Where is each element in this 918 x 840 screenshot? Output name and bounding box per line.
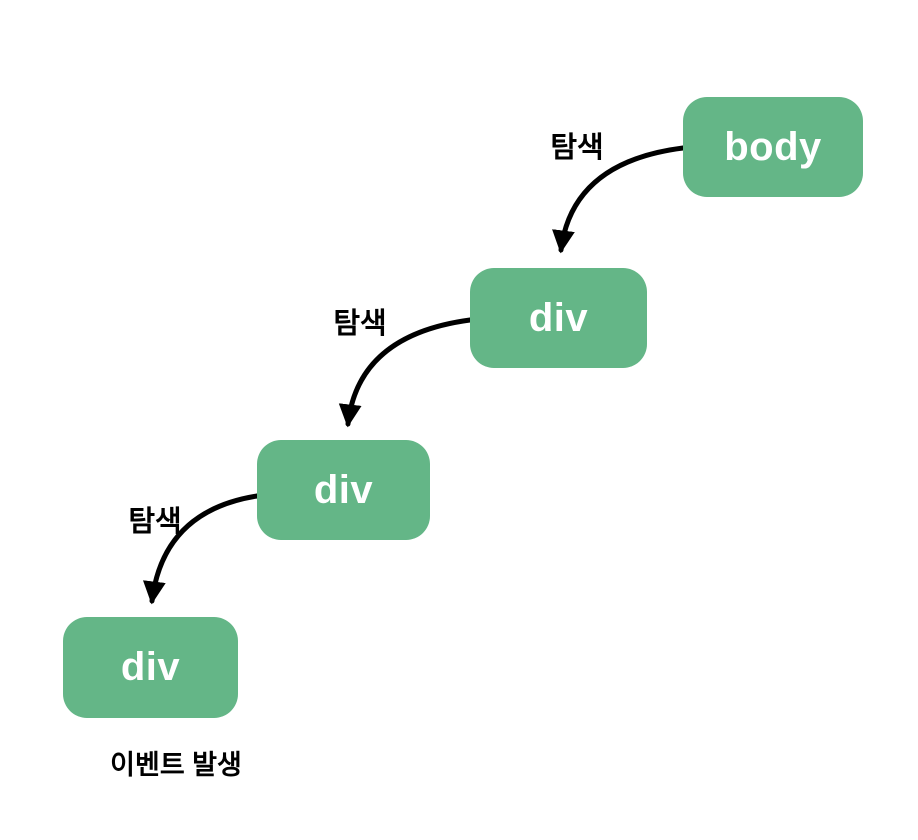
node-div-1: div: [470, 268, 647, 368]
node-div-2-label: div: [313, 467, 374, 512]
caption-event-occurs: 이벤트 발생: [110, 750, 242, 780]
arrow-body-to-div1: [552, 145, 686, 254]
node-div-1-label: div: [528, 295, 589, 340]
arrow-div1-to-div2: [338, 317, 473, 428]
arrow-div2-to-div3: [142, 493, 260, 605]
node-div-2: div: [257, 440, 430, 540]
node-div-3: div: [63, 617, 238, 718]
node-div-3-label: div: [120, 645, 181, 689]
node-body-label: body: [724, 124, 822, 169]
edge-label-1: 탐색: [550, 132, 604, 164]
edge-label-2: 탐색: [333, 308, 387, 340]
node-body: body: [683, 97, 863, 197]
edge-label-3: 탐색: [128, 506, 182, 538]
